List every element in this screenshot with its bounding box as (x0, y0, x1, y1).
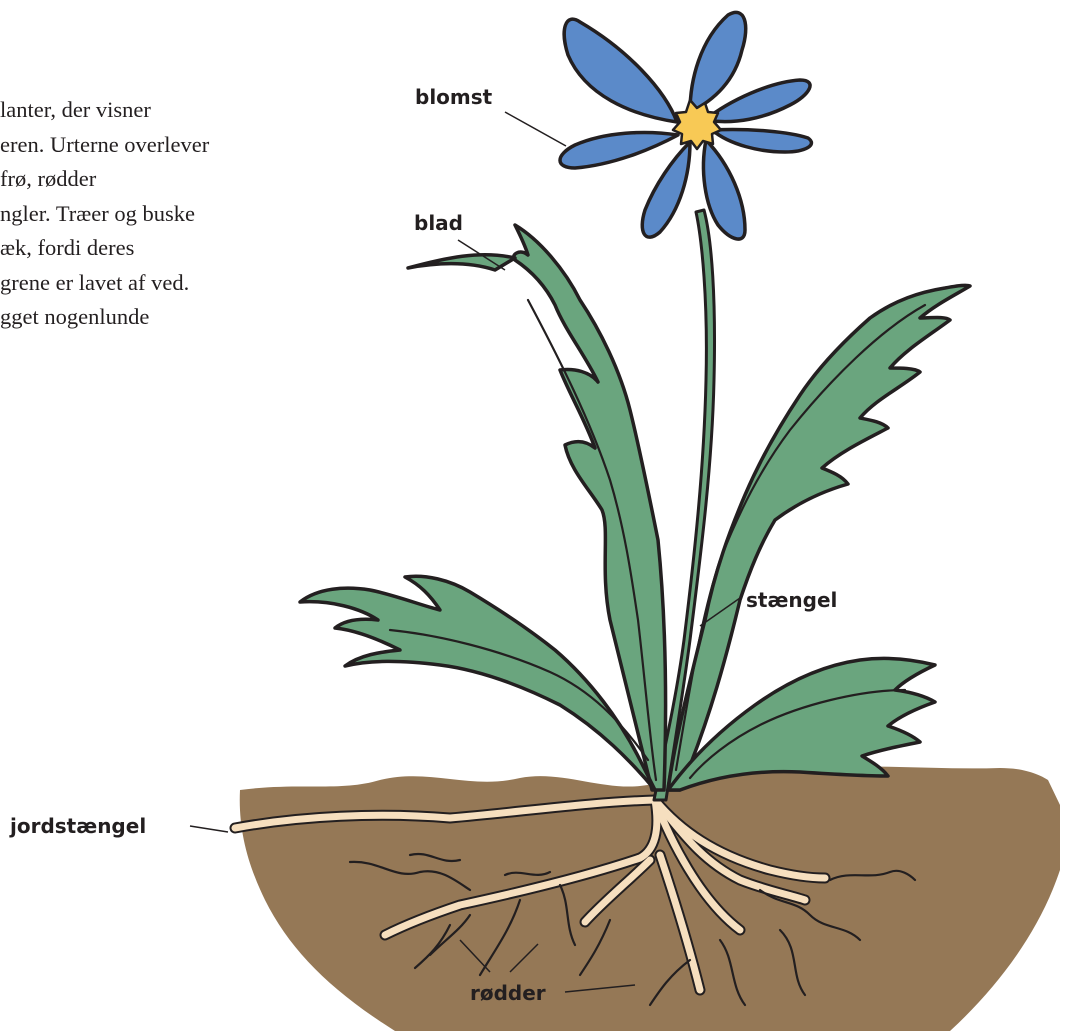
flower (560, 12, 811, 239)
petal (560, 132, 678, 168)
flower-center (673, 100, 721, 149)
leaves-group (300, 225, 970, 790)
petal (703, 140, 745, 239)
label-roots: rødder (470, 981, 546, 1005)
label-rhizome: jordstængel (9, 814, 146, 838)
label-stem: stængel (746, 588, 837, 612)
petal (564, 19, 677, 122)
label-leaf: blad (414, 211, 463, 235)
soil (240, 767, 1060, 1031)
petal (712, 129, 811, 152)
leaf-lower-left (300, 576, 655, 790)
petal (642, 142, 690, 237)
label-flower: blomst (415, 85, 493, 109)
leaf-blade (408, 255, 515, 270)
petal (690, 12, 746, 112)
